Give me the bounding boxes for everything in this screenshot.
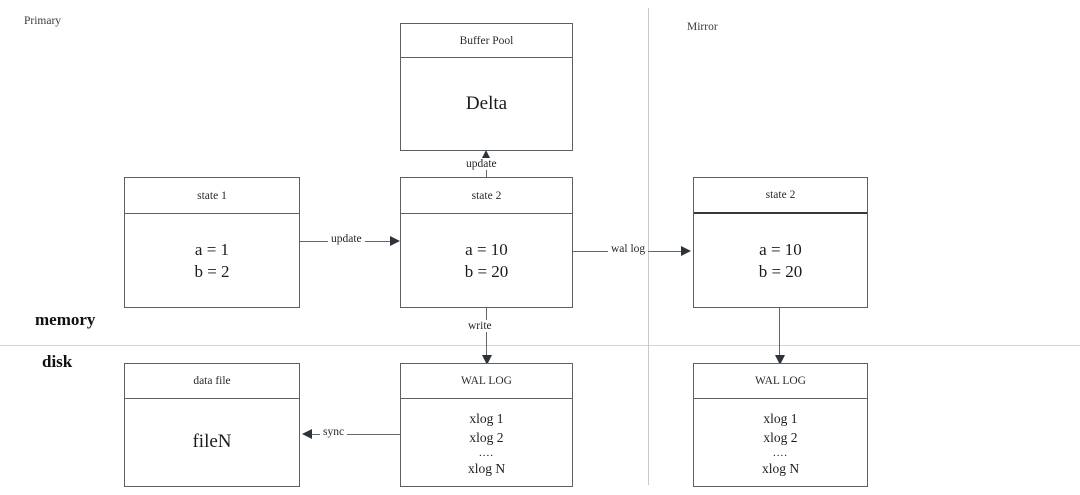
primary-state2-node[interactable]: state 2 a = 10 b = 20 [400,177,573,308]
wal-log-arrowhead-icon [681,246,691,256]
primary-mirror-divider [648,8,649,485]
mirror-wal-log-entry-1: xlog 1 [763,411,798,426]
data-file-header: data file [125,364,299,399]
mirror-wal-log-ellipsis: .... [773,447,788,460]
mirror-flush-connector-line [779,308,781,360]
primary-wal-log-ellipsis: .... [479,447,494,460]
mirror-state2-header: state 2 [694,178,867,214]
primary-state1-header: state 1 [125,178,299,214]
mirror-zone-label: Mirror [687,21,718,33]
disk-zone-label: disk [42,352,73,371]
primary-state1-line2: b = 2 [194,261,230,281]
buffer-pool-node[interactable]: Buffer Pool Delta [400,23,573,151]
buffer-pool-body: Delta [465,92,508,114]
buffer-update-connector-label: update [463,158,500,170]
data-file-node[interactable]: data file fileN [124,363,300,487]
mirror-state2-node[interactable]: state 2 a = 10 b = 20 [693,177,868,308]
sync-arrowhead-icon [302,429,312,439]
memory-disk-divider [0,345,1080,346]
primary-wal-log-body: xlog 1 xlog 2 .... xlog N [401,399,572,486]
primary-state1-node[interactable]: state 1 a = 1 b = 2 [124,177,300,308]
buffer-update-arrowhead-icon [482,150,490,158]
mirror-wal-log-header: WAL LOG [694,364,867,399]
buffer-pool-header: Buffer Pool [401,24,572,58]
mirror-flush-arrowhead-icon [775,355,785,365]
state-update-arrowhead-icon [390,236,400,246]
primary-state2-line1: a = 10 [465,239,508,259]
primary-wal-log-node[interactable]: WAL LOG xlog 1 xlog 2 .... xlog N [400,363,573,487]
write-arrowhead-icon [482,355,492,365]
wal-log-connector-label: wal log [608,243,649,255]
memory-zone-label: memory [35,310,96,329]
primary-wal-log-entry-n: xlog N [467,461,506,477]
primary-state2-line2: b = 20 [464,261,509,281]
mirror-wal-log-entry-2: xlog 2 [763,430,798,446]
sync-connector-line [312,434,400,436]
mirror-wal-log-body: xlog 1 xlog 2 .... xlog N [694,399,867,486]
write-connector-line [486,308,488,360]
sync-connector-label: sync [320,426,348,438]
mirror-wal-log-node[interactable]: WAL LOG xlog 1 xlog 2 .... xlog N [693,363,868,487]
primary-state1-line1: a = 1 [194,239,230,259]
primary-state2-header: state 2 [401,178,572,214]
mirror-wal-log-entry-n: xlog N [761,461,800,477]
primary-state2-body: a = 10 b = 20 [401,214,572,307]
primary-wal-log-entry-2: xlog 2 [469,430,504,446]
mirror-state2-line1: a = 10 [759,239,802,259]
state-update-connector-label: update [328,233,365,245]
primary-zone-label: Primary [24,15,62,27]
primary-wal-log-entry-1: xlog 1 [469,411,504,426]
mirror-state2-line2: b = 20 [758,261,803,281]
primary-state1-body: a = 1 b = 2 [125,214,299,307]
primary-wal-log-header: WAL LOG [401,364,572,399]
data-file-body: fileN [192,431,232,453]
mirror-state2-body: a = 10 b = 20 [694,214,867,307]
write-connector-label: write [465,320,495,332]
